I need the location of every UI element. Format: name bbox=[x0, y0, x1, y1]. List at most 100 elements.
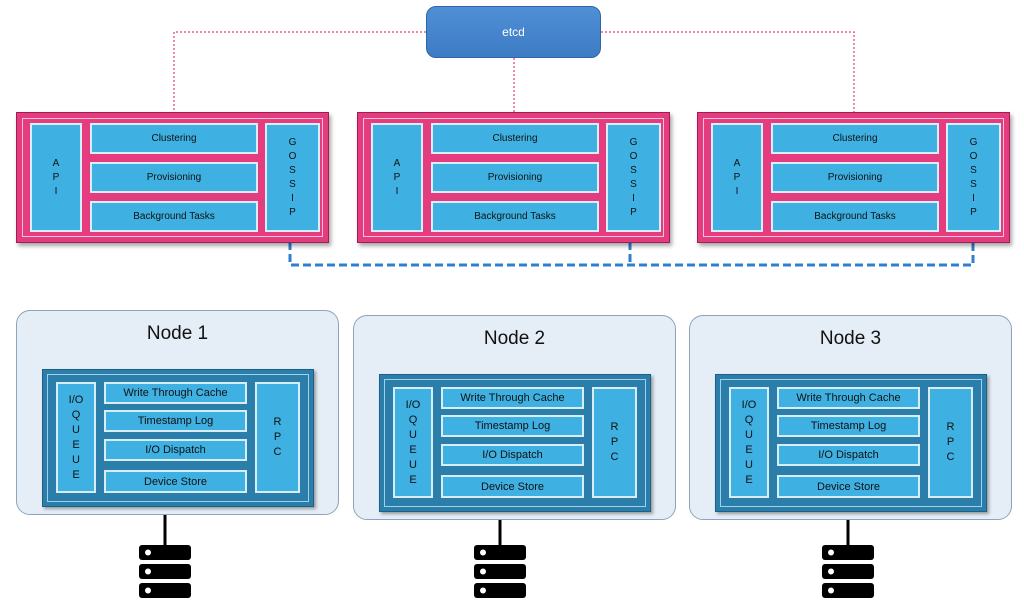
api-letter: I bbox=[54, 185, 58, 197]
io-queue-letter: U bbox=[409, 458, 417, 471]
io-queue-letter: E bbox=[409, 473, 417, 486]
panel-inner-border bbox=[384, 379, 646, 507]
io-queue-letter: E bbox=[72, 468, 80, 481]
server-stack-icon bbox=[474, 545, 526, 598]
node-title: Node 1 bbox=[146, 323, 209, 344]
write-through-cache-module: Write Through Cache bbox=[104, 382, 247, 404]
device-store-module: Device Store bbox=[104, 470, 247, 493]
api-block: A P I bbox=[371, 123, 423, 232]
panel-inner-border bbox=[720, 379, 982, 507]
rpc-letter: C bbox=[273, 446, 282, 458]
node-2: Node 2 I/O Q U E U E Write Through Cache… bbox=[353, 315, 676, 520]
io-queue-letter: U bbox=[745, 428, 753, 441]
gossip-letter: G bbox=[629, 136, 638, 148]
clustering-module: Clustering bbox=[431, 123, 599, 154]
node-title: Node 3 bbox=[819, 328, 882, 349]
etcd-links bbox=[173, 31, 855, 113]
gossip-letter: S bbox=[630, 164, 637, 176]
gossip-letter: P bbox=[289, 206, 296, 218]
gossip-block: G O S S I P bbox=[946, 123, 1001, 232]
control-plane-inner-border bbox=[703, 118, 1004, 237]
control-plane-3: A P I Clustering Provisioning Background… bbox=[697, 112, 1010, 243]
io-queue-letter: E bbox=[409, 443, 417, 456]
io-dispatch-module: I/O Dispatch bbox=[777, 444, 920, 466]
io-queue-letter: Q bbox=[71, 408, 81, 421]
gossip-letter: O bbox=[288, 150, 297, 162]
device-store-module: Device Store bbox=[777, 475, 920, 498]
storage-engine-panel: I/O Q U E U E Write Through Cache Timest… bbox=[715, 374, 987, 512]
api-letter: I bbox=[735, 185, 739, 197]
io-queue-letter: U bbox=[745, 458, 753, 471]
gossip-block: G O S S I P bbox=[606, 123, 661, 232]
gossip-letter: I bbox=[632, 192, 635, 204]
timestamp-log-module: Timestamp Log bbox=[777, 415, 920, 437]
api-letter: A bbox=[52, 157, 60, 169]
etcd-label: etcd bbox=[502, 25, 525, 39]
gossip-letter: S bbox=[289, 178, 296, 190]
api-block: A P I bbox=[711, 123, 763, 232]
provisioning-module: Provisioning bbox=[90, 162, 258, 193]
clustering-module: Clustering bbox=[771, 123, 939, 154]
rpc-block: R P C bbox=[928, 387, 973, 498]
control-plane-inner-border bbox=[363, 118, 664, 237]
api-letter: I bbox=[395, 185, 399, 197]
api-letter: P bbox=[393, 171, 401, 183]
write-through-cache-module: Write Through Cache bbox=[777, 387, 920, 409]
gossip-letter: P bbox=[970, 206, 977, 218]
io-queue-letter: I/O bbox=[741, 398, 757, 411]
gossip-letter: I bbox=[291, 192, 294, 204]
device-store-module: Device Store bbox=[441, 475, 584, 498]
control-plane-1: A P I Clustering Provisioning Background… bbox=[16, 112, 329, 243]
control-plane-2: A P I Clustering Provisioning Background… bbox=[357, 112, 670, 243]
rpc-letter: R bbox=[273, 416, 282, 428]
rpc-letter: C bbox=[946, 451, 955, 463]
gossip-letter: O bbox=[629, 150, 638, 162]
node-1: Node 1 I/O Q U E U E Write Through Cache… bbox=[16, 310, 339, 515]
background-tasks-module: Background Tasks bbox=[90, 201, 258, 232]
gossip-letter: S bbox=[970, 164, 977, 176]
storage-engine-panel: I/O Q U E U E Write Through Cache Timest… bbox=[42, 369, 314, 507]
rpc-letter: P bbox=[946, 436, 955, 448]
io-queue-letter: U bbox=[72, 423, 80, 436]
api-letter: P bbox=[52, 171, 60, 183]
rpc-block: R P C bbox=[255, 382, 300, 493]
io-dispatch-module: I/O Dispatch bbox=[104, 439, 247, 461]
io-queue-letter: E bbox=[745, 443, 753, 456]
gossip-letter: G bbox=[288, 136, 297, 148]
panel-inner-border bbox=[47, 374, 309, 502]
api-block: A P I bbox=[30, 123, 82, 232]
io-dispatch-module: I/O Dispatch bbox=[441, 444, 584, 466]
server-stack-icon bbox=[822, 545, 874, 598]
io-queue-block: I/O Q U E U E bbox=[729, 387, 769, 498]
provisioning-module: Provisioning bbox=[771, 162, 939, 193]
io-queue-letter: Q bbox=[744, 413, 754, 426]
io-queue-letter: E bbox=[72, 438, 80, 451]
provisioning-module: Provisioning bbox=[431, 162, 599, 193]
storage-cables bbox=[163, 514, 850, 547]
rpc-block: R P C bbox=[592, 387, 637, 498]
io-queue-letter: E bbox=[745, 473, 753, 486]
api-letter: A bbox=[393, 157, 401, 169]
api-letter: A bbox=[733, 157, 741, 169]
rpc-letter: P bbox=[610, 436, 619, 448]
gossip-block: G O S S I P bbox=[265, 123, 320, 232]
gossip-letter: S bbox=[630, 178, 637, 190]
storage-engine-panel: I/O Q U E U E Write Through Cache Timest… bbox=[379, 374, 651, 512]
io-queue-block: I/O Q U E U E bbox=[393, 387, 433, 498]
background-tasks-module: Background Tasks bbox=[771, 201, 939, 232]
rpc-letter: R bbox=[610, 421, 619, 433]
etcd-box: etcd bbox=[426, 6, 601, 58]
server-stack-icon bbox=[139, 545, 191, 598]
rpc-letter: R bbox=[946, 421, 955, 433]
api-letter: P bbox=[733, 171, 741, 183]
node-3: Node 3 I/O Q U E U E Write Through Cache… bbox=[689, 315, 1012, 520]
timestamp-log-module: Timestamp Log bbox=[104, 410, 247, 432]
node-title: Node 2 bbox=[483, 328, 546, 349]
gossip-letter: G bbox=[969, 136, 978, 148]
rpc-letter: P bbox=[273, 431, 282, 443]
io-queue-letter: U bbox=[72, 453, 80, 466]
io-queue-letter: I/O bbox=[68, 393, 84, 406]
rpc-letter: C bbox=[610, 451, 619, 463]
gossip-letter: O bbox=[969, 150, 978, 162]
